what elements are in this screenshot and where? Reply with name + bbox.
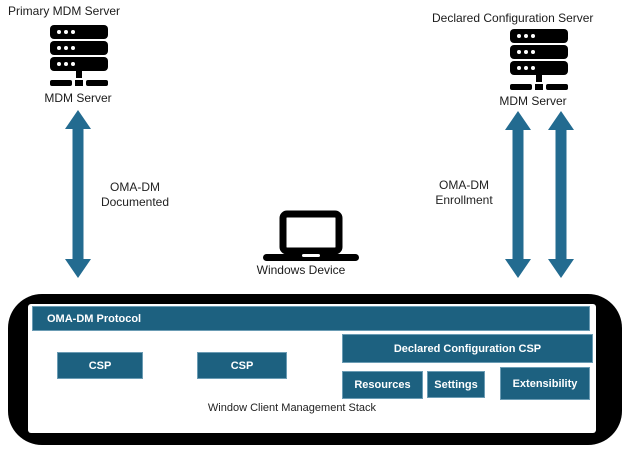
oma-dm-documented-arrow-icon bbox=[63, 110, 93, 278]
csp-box: CSP bbox=[57, 352, 143, 379]
right-connection-line2: Enrollment bbox=[435, 193, 493, 207]
resources-box: Resources bbox=[342, 371, 423, 399]
server-icon bbox=[510, 29, 568, 91]
csp-box: CSP bbox=[197, 352, 287, 379]
windows-device-label: Windows Device bbox=[256, 263, 346, 277]
right-connection-line1: OMA-DM bbox=[439, 178, 489, 192]
declared-configuration-csp-box: Declared Configuration CSP bbox=[342, 334, 593, 363]
left-connection-line1: OMA-DM bbox=[110, 180, 160, 194]
settings-box: Settings bbox=[427, 371, 485, 398]
extensibility-box: Extensibility bbox=[500, 367, 590, 400]
declared-server-label: MDM Server bbox=[499, 94, 567, 108]
server-icon bbox=[50, 25, 108, 87]
right-connection-label: OMA-DM Enrollment bbox=[414, 178, 514, 208]
oma-dm-enrollment-arrow-icon bbox=[503, 111, 533, 278]
primary-server-title: Primary MDM Server bbox=[8, 4, 121, 18]
declared-server-title: Declared Configuration Server bbox=[432, 11, 594, 25]
device-frame: OMA-DM Protocol CSP CSP Declared Configu… bbox=[8, 294, 622, 445]
oma-dm-enrollment-arrow-icon bbox=[546, 111, 576, 278]
stack-caption: Window Client Management Stack bbox=[207, 402, 377, 414]
left-connection-line2: Documented bbox=[100, 195, 170, 209]
oma-dm-protocol-bar: OMA-DM Protocol bbox=[32, 306, 590, 331]
left-connection-label: OMA-DM Documented bbox=[85, 180, 185, 210]
primary-server-label: MDM Server bbox=[44, 91, 112, 105]
laptop-icon bbox=[263, 210, 359, 262]
